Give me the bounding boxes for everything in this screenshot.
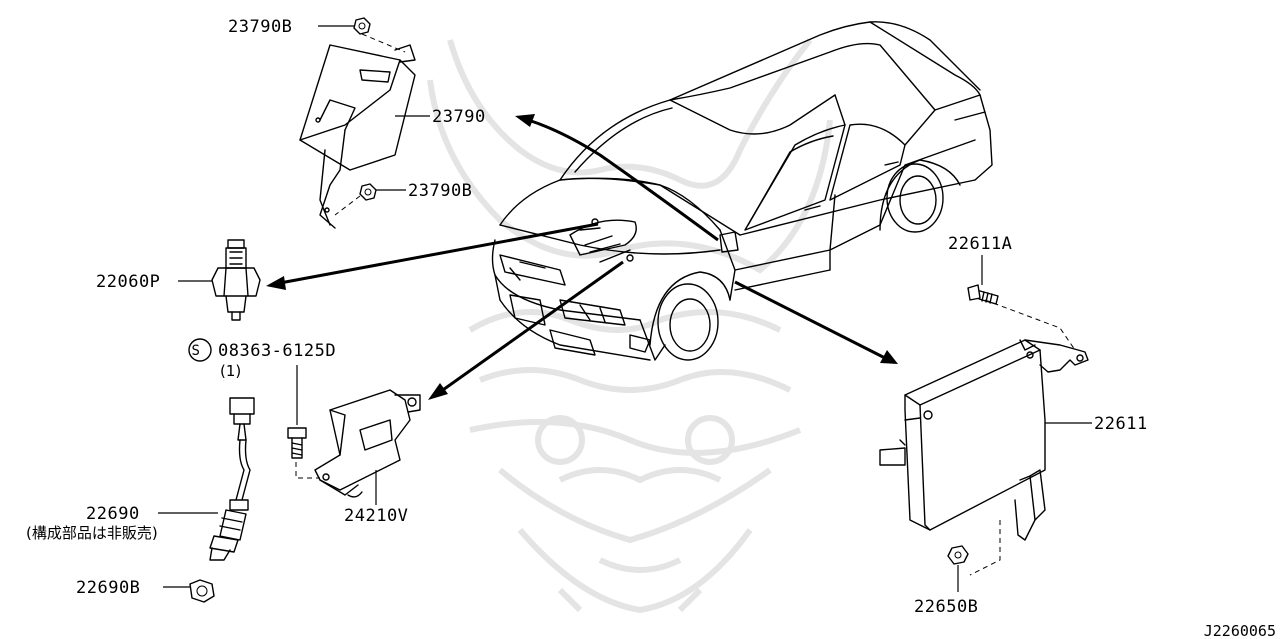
samurai-watermark xyxy=(427,38,833,614)
label-23790: 23790 xyxy=(432,107,486,127)
label-22690-note: (構成部品は非販売) xyxy=(26,524,158,542)
label-22611a: 22611A xyxy=(948,234,1012,254)
nut-23790b-top xyxy=(353,17,406,53)
car-illustration xyxy=(491,21,993,361)
part-23790-bracket xyxy=(299,44,416,229)
bolt-22611a xyxy=(967,255,999,305)
label-22690b: 22690B xyxy=(76,578,140,598)
label-22060p: 22060P xyxy=(96,272,160,292)
nut-22690b xyxy=(189,579,215,603)
part-22611-ecu xyxy=(879,299,1089,576)
part-08363-bolt xyxy=(188,338,307,459)
part-22060p-sensor xyxy=(211,239,261,321)
label-08363: 08363-6125D xyxy=(218,341,336,361)
diagram-code: J2260065 xyxy=(1204,622,1276,639)
label-22650b: 22650B xyxy=(914,597,978,617)
nut-22650b xyxy=(947,545,969,592)
nut-23790b-bottom xyxy=(334,183,377,216)
label-23790b-bottom: 23790B xyxy=(408,181,472,201)
label-08363-symbol: S xyxy=(192,343,201,359)
leader-lines xyxy=(158,25,1092,588)
label-08363-qty: (1) xyxy=(220,362,241,380)
label-24210v: 24210V xyxy=(344,506,408,526)
location-arrows xyxy=(266,114,898,400)
label-23790b-top: 23790B xyxy=(228,17,292,37)
part-22690-sensor xyxy=(209,397,255,561)
label-22611: 22611 xyxy=(1094,414,1148,434)
label-22690: 22690 xyxy=(86,504,140,524)
part-24210v-bracket xyxy=(295,389,421,498)
